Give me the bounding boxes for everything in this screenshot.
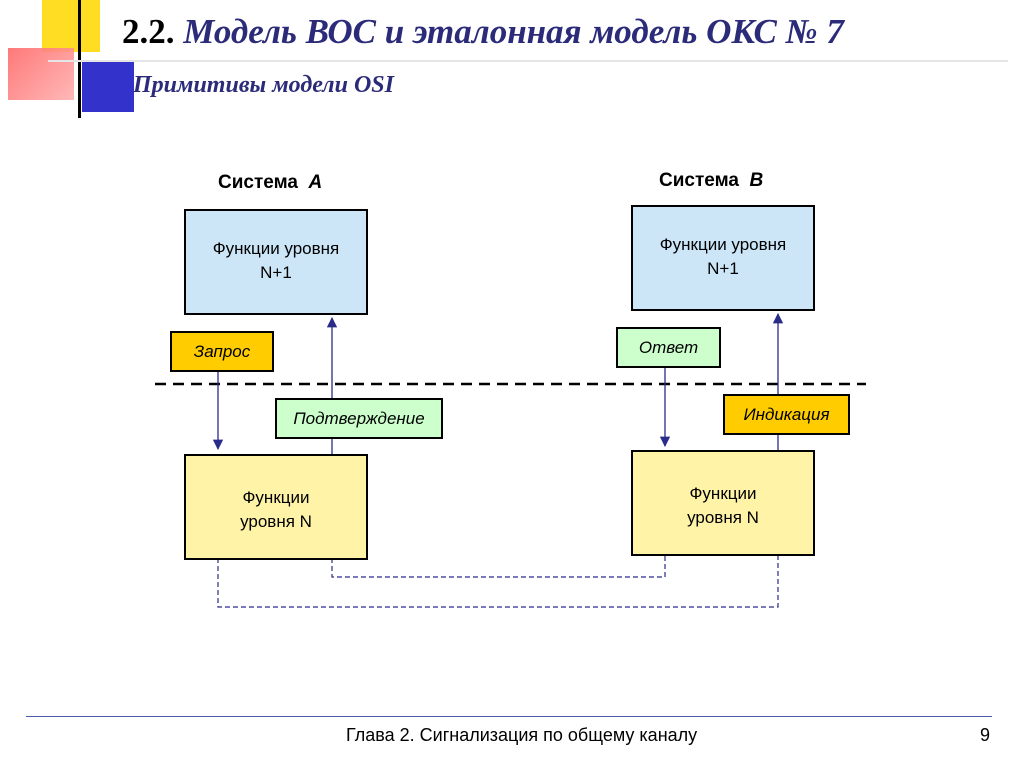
system-a-upper-line2: N+1 xyxy=(260,263,292,282)
system-b-label: Система B xyxy=(659,170,763,192)
system-a-lower-line2: уровня N xyxy=(240,512,312,531)
system-a-label-prefix: Система xyxy=(218,172,298,193)
system-b-upper-box: Функции уровня N+1 xyxy=(631,205,815,311)
system-b-lower-box: Функции уровня N xyxy=(631,450,815,556)
decor-vertical-line xyxy=(78,0,81,118)
primitive-zapros: Запрос xyxy=(170,331,274,372)
system-b-lower-line1: Функции xyxy=(689,484,757,503)
primitive-indikatsiya: Индикация xyxy=(723,394,850,435)
decor-yellow-square xyxy=(42,0,100,52)
page-number: 9 xyxy=(980,725,991,745)
system-b-upper-line2: N+1 xyxy=(707,259,739,278)
system-b-lower-line2: уровня N xyxy=(687,508,759,527)
decor-red-square xyxy=(8,48,74,100)
system-a-lower-line1: Функции xyxy=(242,488,310,507)
system-a-upper-box: Функции уровня N+1 xyxy=(184,209,368,315)
page-subtitle: Примитивы модели OSI xyxy=(133,72,394,98)
system-b-label-prefix: Система xyxy=(659,170,739,191)
primitive-podtverzhdenie: Подтверждение xyxy=(275,398,443,439)
system-b-upper-line1: Функции уровня xyxy=(659,235,787,254)
system-a-label: Система A xyxy=(218,172,322,194)
page-title: 2.2. Модель ВОС и эталонная модель ОКС №… xyxy=(122,12,844,52)
primitive-otvet: Ответ xyxy=(616,327,721,368)
footer-chapter: Глава 2. Сигнализация по общему каналу xyxy=(346,725,698,745)
dashed-link-inner xyxy=(331,450,666,578)
title-underline xyxy=(48,60,1008,62)
system-a-label-letter: A xyxy=(308,172,323,193)
system-a-lower-box: Функции уровня N xyxy=(184,454,368,560)
system-a-upper-line1: Функции уровня xyxy=(212,239,340,258)
decor-blue-square xyxy=(82,62,134,112)
system-b-label-letter: B xyxy=(749,170,764,191)
title-number: 2.2. xyxy=(122,12,175,51)
footer-divider xyxy=(26,716,992,717)
title-text: Модель ВОС и эталонная модель ОКС № 7 xyxy=(183,12,844,51)
